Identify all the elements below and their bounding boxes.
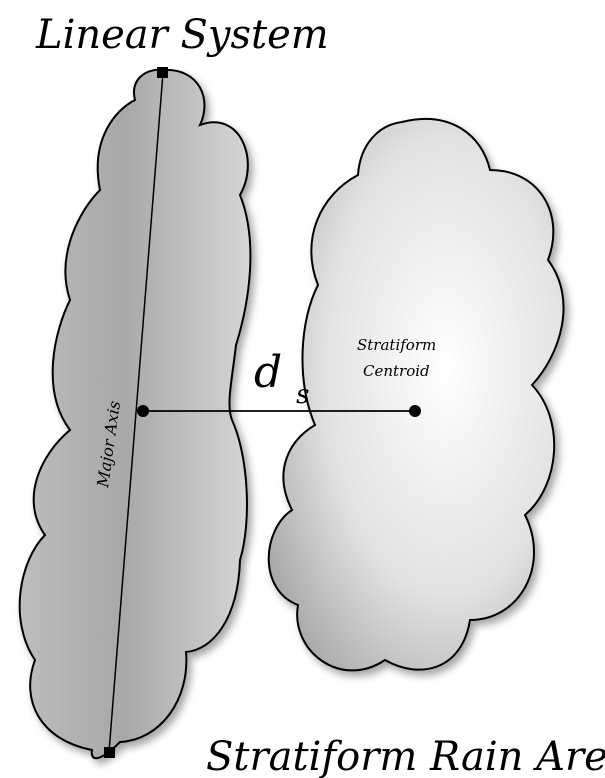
stratiform-rain-area-title: Stratiform Rain Area: [206, 734, 605, 778]
axis-bottom-endpoint: [104, 747, 115, 758]
distance-symbol-main: d: [254, 347, 282, 398]
axis-top-endpoint: [157, 67, 168, 78]
stratiform-area-shape: [269, 119, 564, 670]
distance-symbol: d s: [254, 347, 310, 410]
stratiform-centroid-label-line2: Centroid: [363, 362, 430, 380]
stratiform-centroid-dot: [409, 405, 421, 417]
linear-system-shape: [20, 70, 251, 758]
linear-system-title: Linear System: [35, 12, 329, 58]
linear-centroid-dot: [137, 405, 149, 417]
stratiform-centroid-label-line1: Stratiform: [357, 336, 436, 354]
distance-symbol-subscript: s: [296, 380, 309, 410]
